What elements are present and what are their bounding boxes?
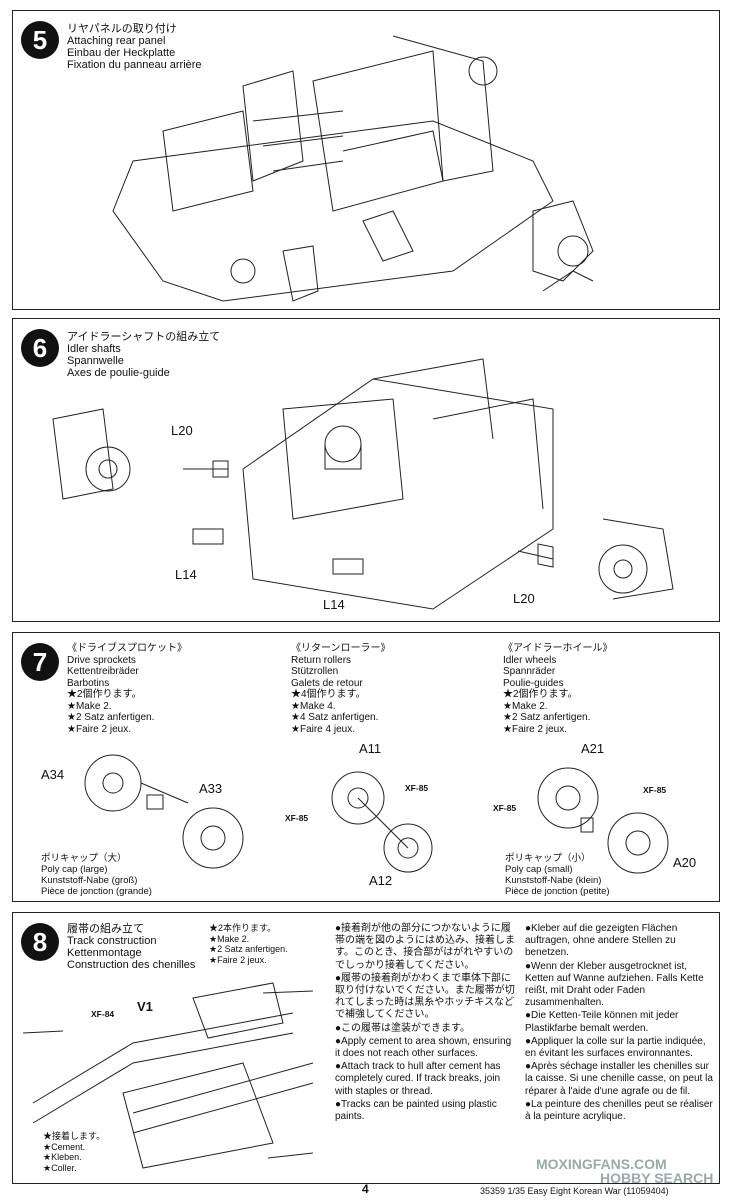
part-label-a21: A21 (581, 741, 605, 756)
polycap-large-caption: ポリキャップ（大） Poly cap (large) Kunststoff-Na… (41, 853, 152, 897)
paint-xf85: XF-85 (285, 813, 309, 823)
part-label-l14: L14 (323, 597, 345, 612)
title-en: Idler shafts (67, 343, 121, 355)
title-fr: Fixation du panneau arrière (67, 59, 202, 71)
wheels-illustration (84, 754, 669, 874)
make-note: ★2本作ります。 ★Make 2. ★2 Satz anfertigen. ★F… (209, 923, 288, 965)
title-de: Spannwelle (67, 355, 124, 367)
title-ja: リヤパネルの取り付け (67, 23, 177, 35)
step-title: リヤパネルの取り付け Attaching rear panel Einbau d… (67, 23, 202, 71)
part-label-v1: V1 (137, 999, 153, 1014)
step-title: アイドラーシャフトの組み立て Idler shafts Spannwelle A… (67, 331, 220, 379)
part-label-a20: A20 (673, 855, 697, 870)
title-ja: アイドラーシャフトの組み立て (67, 331, 221, 343)
return-roller-header: 《リターンローラー》 Return rollers Stützrollen Ga… (291, 643, 391, 735)
watermark-hobby-search: HOBBY SEARCH (600, 1170, 714, 1186)
paint-xf85: XF-85 (405, 783, 429, 793)
step-number: 6 (21, 329, 59, 367)
step-7-panel: 7 《ドライブスプロケット》 Drive sprockets Kettentre… (12, 632, 720, 902)
title-fr: Axes de poulie-guide (67, 367, 170, 379)
part-label-a33: A33 (199, 781, 223, 796)
part-label-l20: L20 (171, 423, 193, 438)
instructions-ja-en: ●接着剤が他の部分につかないように履帯の端を図のようにはめ込み、接着します。この… (335, 923, 515, 1123)
track-illustration (22, 982, 314, 1169)
step-number: 5 (21, 21, 59, 59)
paint-xf84: XF-84 (91, 1009, 115, 1019)
cement-legend: ★接着します。 ★Cement. ★Kleben. ★Coller. (43, 1131, 106, 1173)
part-label-a11: A11 (359, 741, 382, 756)
part-label-l14: L14 (175, 567, 197, 582)
page-number: 4 (362, 1182, 369, 1196)
part-label-a34: A34 (41, 767, 65, 782)
step-8-panel: 8 履帯の組み立て Track construction Kettenmonta… (12, 912, 720, 1184)
part-label-a12: A12 (369, 873, 393, 888)
title-en: Attaching rear panel (67, 35, 166, 47)
product-code: 35359 1/35 Easy Eight Korean War (110594… (480, 1186, 669, 1196)
paint-xf85: XF-85 (493, 803, 517, 813)
watermark-moxingfans: MOXINGFANS.COM (536, 1156, 667, 1172)
idler-shaft-illustration (52, 358, 674, 610)
part-label-l20: L20 (513, 591, 535, 606)
paint-xf85: XF-85 (643, 785, 667, 795)
step-6-panel: 6 アイドラーシャフトの組み立て Idler shafts Spannwelle… (12, 318, 720, 622)
polycap-small-caption: ポリキャップ（小） Poly cap (small) Kunststoff-Na… (505, 853, 610, 897)
title-de: Einbau der Heckplatte (67, 47, 176, 59)
step-number: 8 (21, 923, 59, 961)
step-number: 7 (21, 643, 59, 681)
step-5-panel: 5 リヤパネルの取り付け Attaching rear panel Einbau… (12, 10, 720, 310)
drive-sprocket-header: 《ドライブスプロケット》 Drive sprockets Kettentreib… (67, 643, 187, 735)
instructions-de-fr: ●Kleber auf die gezeigten Flächen auftra… (525, 923, 713, 1123)
idler-wheel-header: 《アイドラーホイール》 Idler wheels Spannräder Poul… (503, 643, 613, 735)
hull-rear-panel-illustration (112, 35, 594, 302)
step-title: 履帯の組み立て Track construction Kettenmontage… (67, 923, 196, 971)
